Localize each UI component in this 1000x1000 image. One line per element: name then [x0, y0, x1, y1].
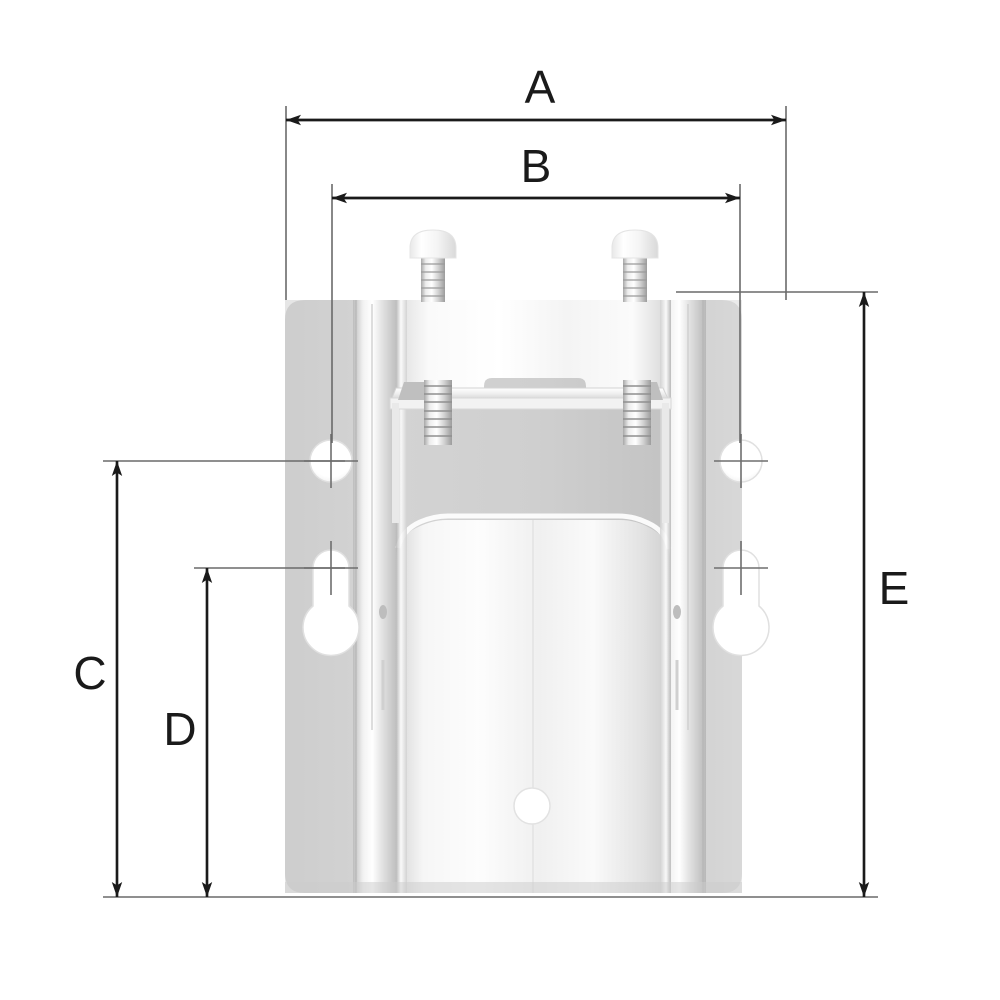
dim-label-E: E — [879, 562, 910, 614]
bracket-part — [285, 229, 770, 893]
dimension-lines — [111, 114, 870, 897]
clamp-post-left — [392, 403, 399, 523]
side-dimple-right — [673, 605, 681, 619]
dim-label-D: D — [163, 703, 196, 755]
channel-bevel-right — [660, 300, 671, 893]
bracket-bottom-edge — [285, 882, 742, 893]
dim-label-B: B — [521, 140, 552, 192]
clamp-stud-lower-right — [623, 380, 651, 445]
dim-label-C: C — [73, 647, 106, 699]
dim-label-A: A — [525, 61, 556, 113]
centre-channel-upper — [396, 300, 671, 398]
clamp-post-right — [662, 403, 669, 523]
centre-vent-hole — [513, 787, 551, 825]
side-dimple-left — [379, 605, 387, 619]
extension-lines — [103, 106, 878, 898]
left-bend-rail — [353, 300, 399, 893]
pan-head-screw-upper-right — [611, 229, 659, 302]
clamp-tab-left — [398, 382, 424, 400]
centre-channel-lip — [395, 513, 672, 550]
channel-bevel-left — [396, 300, 407, 893]
clamp-bar-body — [389, 397, 672, 410]
dimension-labels: A B C D E — [73, 61, 909, 755]
pan-head-screw-upper-left — [409, 229, 457, 302]
clamp-stud-lower-left — [424, 380, 452, 445]
